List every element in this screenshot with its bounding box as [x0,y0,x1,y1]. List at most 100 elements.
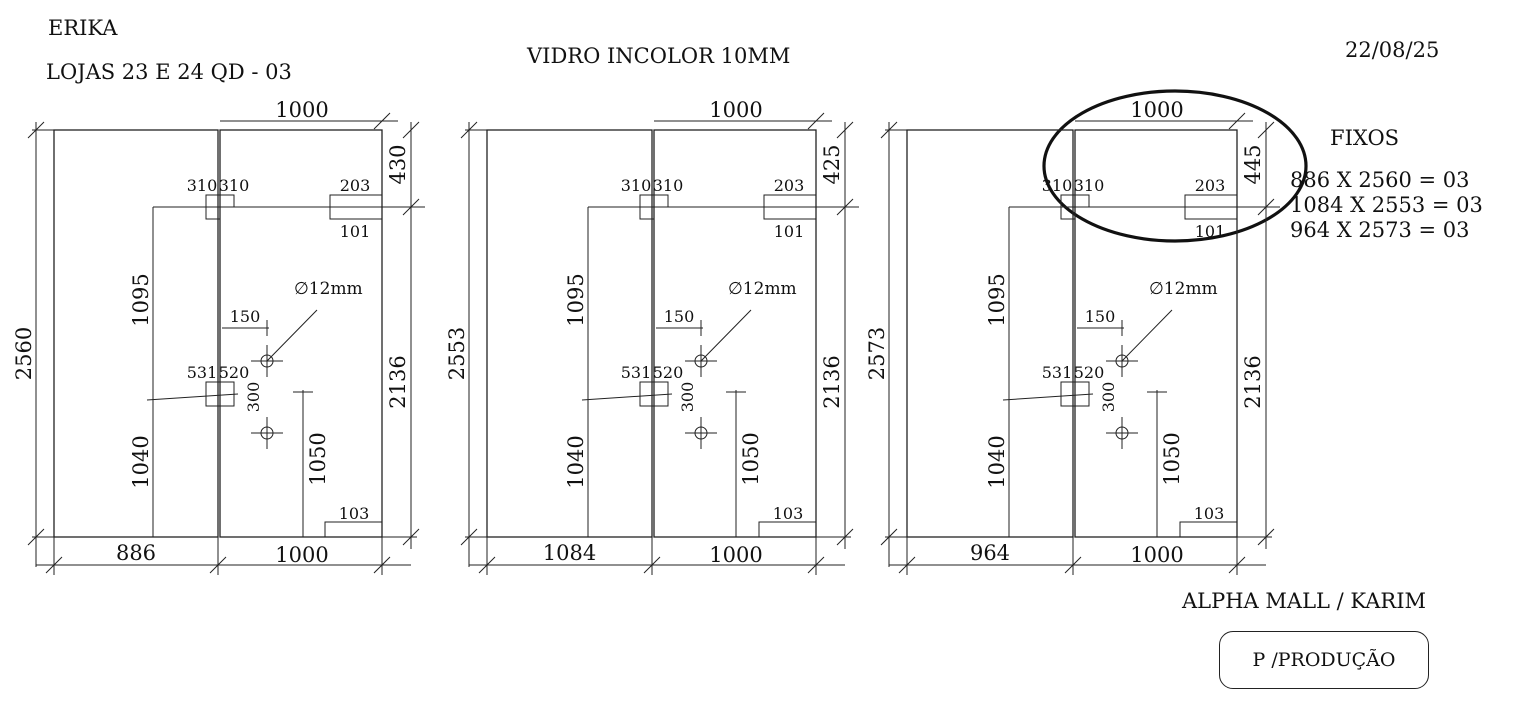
handle-spacing-label: 300 [244,382,263,413]
door-width-label: 1000 [709,543,762,567]
dim-tick [478,556,496,574]
hinge-mid-label-left: 531 [621,363,652,382]
top-gap-label: 425 [820,144,844,184]
hole-diameter-label: ∅12mm [294,279,363,299]
left-width-label: 1084 [543,541,596,565]
lock-top-label: 203 [774,176,805,195]
fixos-list: FIXOS 886 X 2560 = 03 1084 X 2553 = 03 9… [1290,126,1483,243]
hinge-top-label-left: 310 [621,176,652,195]
bottom-lock-label: 103 [773,504,804,523]
lock-bottom-label: 101 [774,222,805,241]
handle-offset-label: 150 [230,307,261,326]
dim-tick [807,556,825,574]
lower-left-height-label: 1040 [985,435,1009,488]
hole-icon [694,354,708,368]
bottom-lock [1179,521,1237,537]
left-width-label: 964 [970,541,1010,565]
lock-top-label: 203 [340,176,371,195]
fixed-glass-outline [53,129,219,538]
fixed-glass-outline [486,129,653,538]
door-glass-outline [219,129,383,538]
hole-icon [260,426,274,440]
lock-top-label: 203 [1195,176,1226,195]
hinge-mid-label-left: 531 [1042,363,1073,382]
fixos-line-3: 964 X 2573 = 03 [1290,218,1470,242]
date-label: 22/08/25 [1345,38,1440,62]
production-stamp-text: P /PRODUÇÃO [1252,649,1396,671]
hole-leader [1121,309,1173,362]
hole-leader [266,309,318,362]
hole-icon [1115,426,1129,440]
hinge-box-top-right [1074,194,1090,208]
dim-tick [836,121,854,139]
top-width-label: 1000 [1130,98,1183,122]
door-width-label: 1000 [275,543,328,567]
dim-tick [402,121,420,139]
handle-height-label: 1050 [1160,432,1184,485]
hinge-mid-label-right: 520 [219,363,250,382]
hinge-line-mid [1002,393,1094,401]
highlight-ellipse [1042,89,1308,243]
bottom-lock [324,521,382,537]
door-glass-outline [653,129,817,538]
bottom-lock-label: 103 [339,504,370,523]
handle-height-label: 1050 [739,432,763,485]
location-label: LOJAS 23 E 24 QD - 03 [46,60,292,84]
door-height-label: 2136 [820,355,844,408]
door-height-label: 2136 [386,355,410,408]
top-gap-label: 445 [1241,144,1265,184]
fixos-line-1: 886 X 2560 = 03 [1290,168,1470,192]
top-width-label: 1000 [275,98,328,122]
hole-leader [700,309,752,362]
hinge-box-top-right [219,194,235,208]
client-name: ERIKA [48,16,118,40]
bottom-lock [758,521,816,537]
hinge-top-label-right: 310 [219,176,250,195]
handle-offset-label: 150 [1085,307,1116,326]
total-height-label: 2573 [865,327,889,380]
dim-tick [373,556,391,574]
door-glass-outline [1074,129,1238,538]
upper-left-height-label: 1095 [985,273,1009,326]
dim-tick [1228,112,1246,130]
upper-left-height-label: 1095 [564,273,588,326]
lock-bottom-label: 101 [1195,222,1226,241]
left-width-label: 886 [116,541,156,565]
dim-tick [898,556,916,574]
hinge-mid-label-right: 520 [653,363,684,382]
hinge-mid-label-left: 531 [187,363,218,382]
hole-diameter-label: ∅12mm [1149,279,1218,299]
handle-spacing-label: 300 [1099,382,1118,413]
hinge-line-mid [581,393,673,401]
dim-tick [1257,121,1275,139]
door-width-label: 1000 [1130,543,1183,567]
upper-left-height-label: 1095 [129,273,153,326]
hinge-top-label-left: 310 [187,176,218,195]
hinge-line-mid [146,393,239,401]
door-height-label: 2136 [1241,355,1265,408]
dim-tick [643,556,661,574]
dim-tick [1228,556,1246,574]
material-label: VIDRO INCOLOR 10MM [527,44,791,68]
hole-diameter-label: ∅12mm [728,279,797,299]
lower-left-height-label: 1040 [129,435,153,488]
dim-tick [1064,556,1082,574]
top-gap-label: 430 [386,144,410,184]
project-label: ALPHA MALL / KARIM [1182,589,1426,613]
hole-icon [260,354,274,368]
fixos-line-2: 1084 X 2553 = 03 [1290,193,1483,217]
hinge-top-label-right: 310 [653,176,684,195]
dim-tick [45,556,63,574]
dim-tick [807,112,825,130]
hinge-mid-label-right: 520 [1074,363,1105,382]
hinge-top-label-right: 310 [1074,176,1105,195]
top-width-label: 1000 [709,98,762,122]
lock-bottom-label: 101 [340,222,371,241]
total-height-label: 2553 [445,327,469,380]
hole-icon [1115,354,1129,368]
hinge-box-top-right [653,194,669,208]
